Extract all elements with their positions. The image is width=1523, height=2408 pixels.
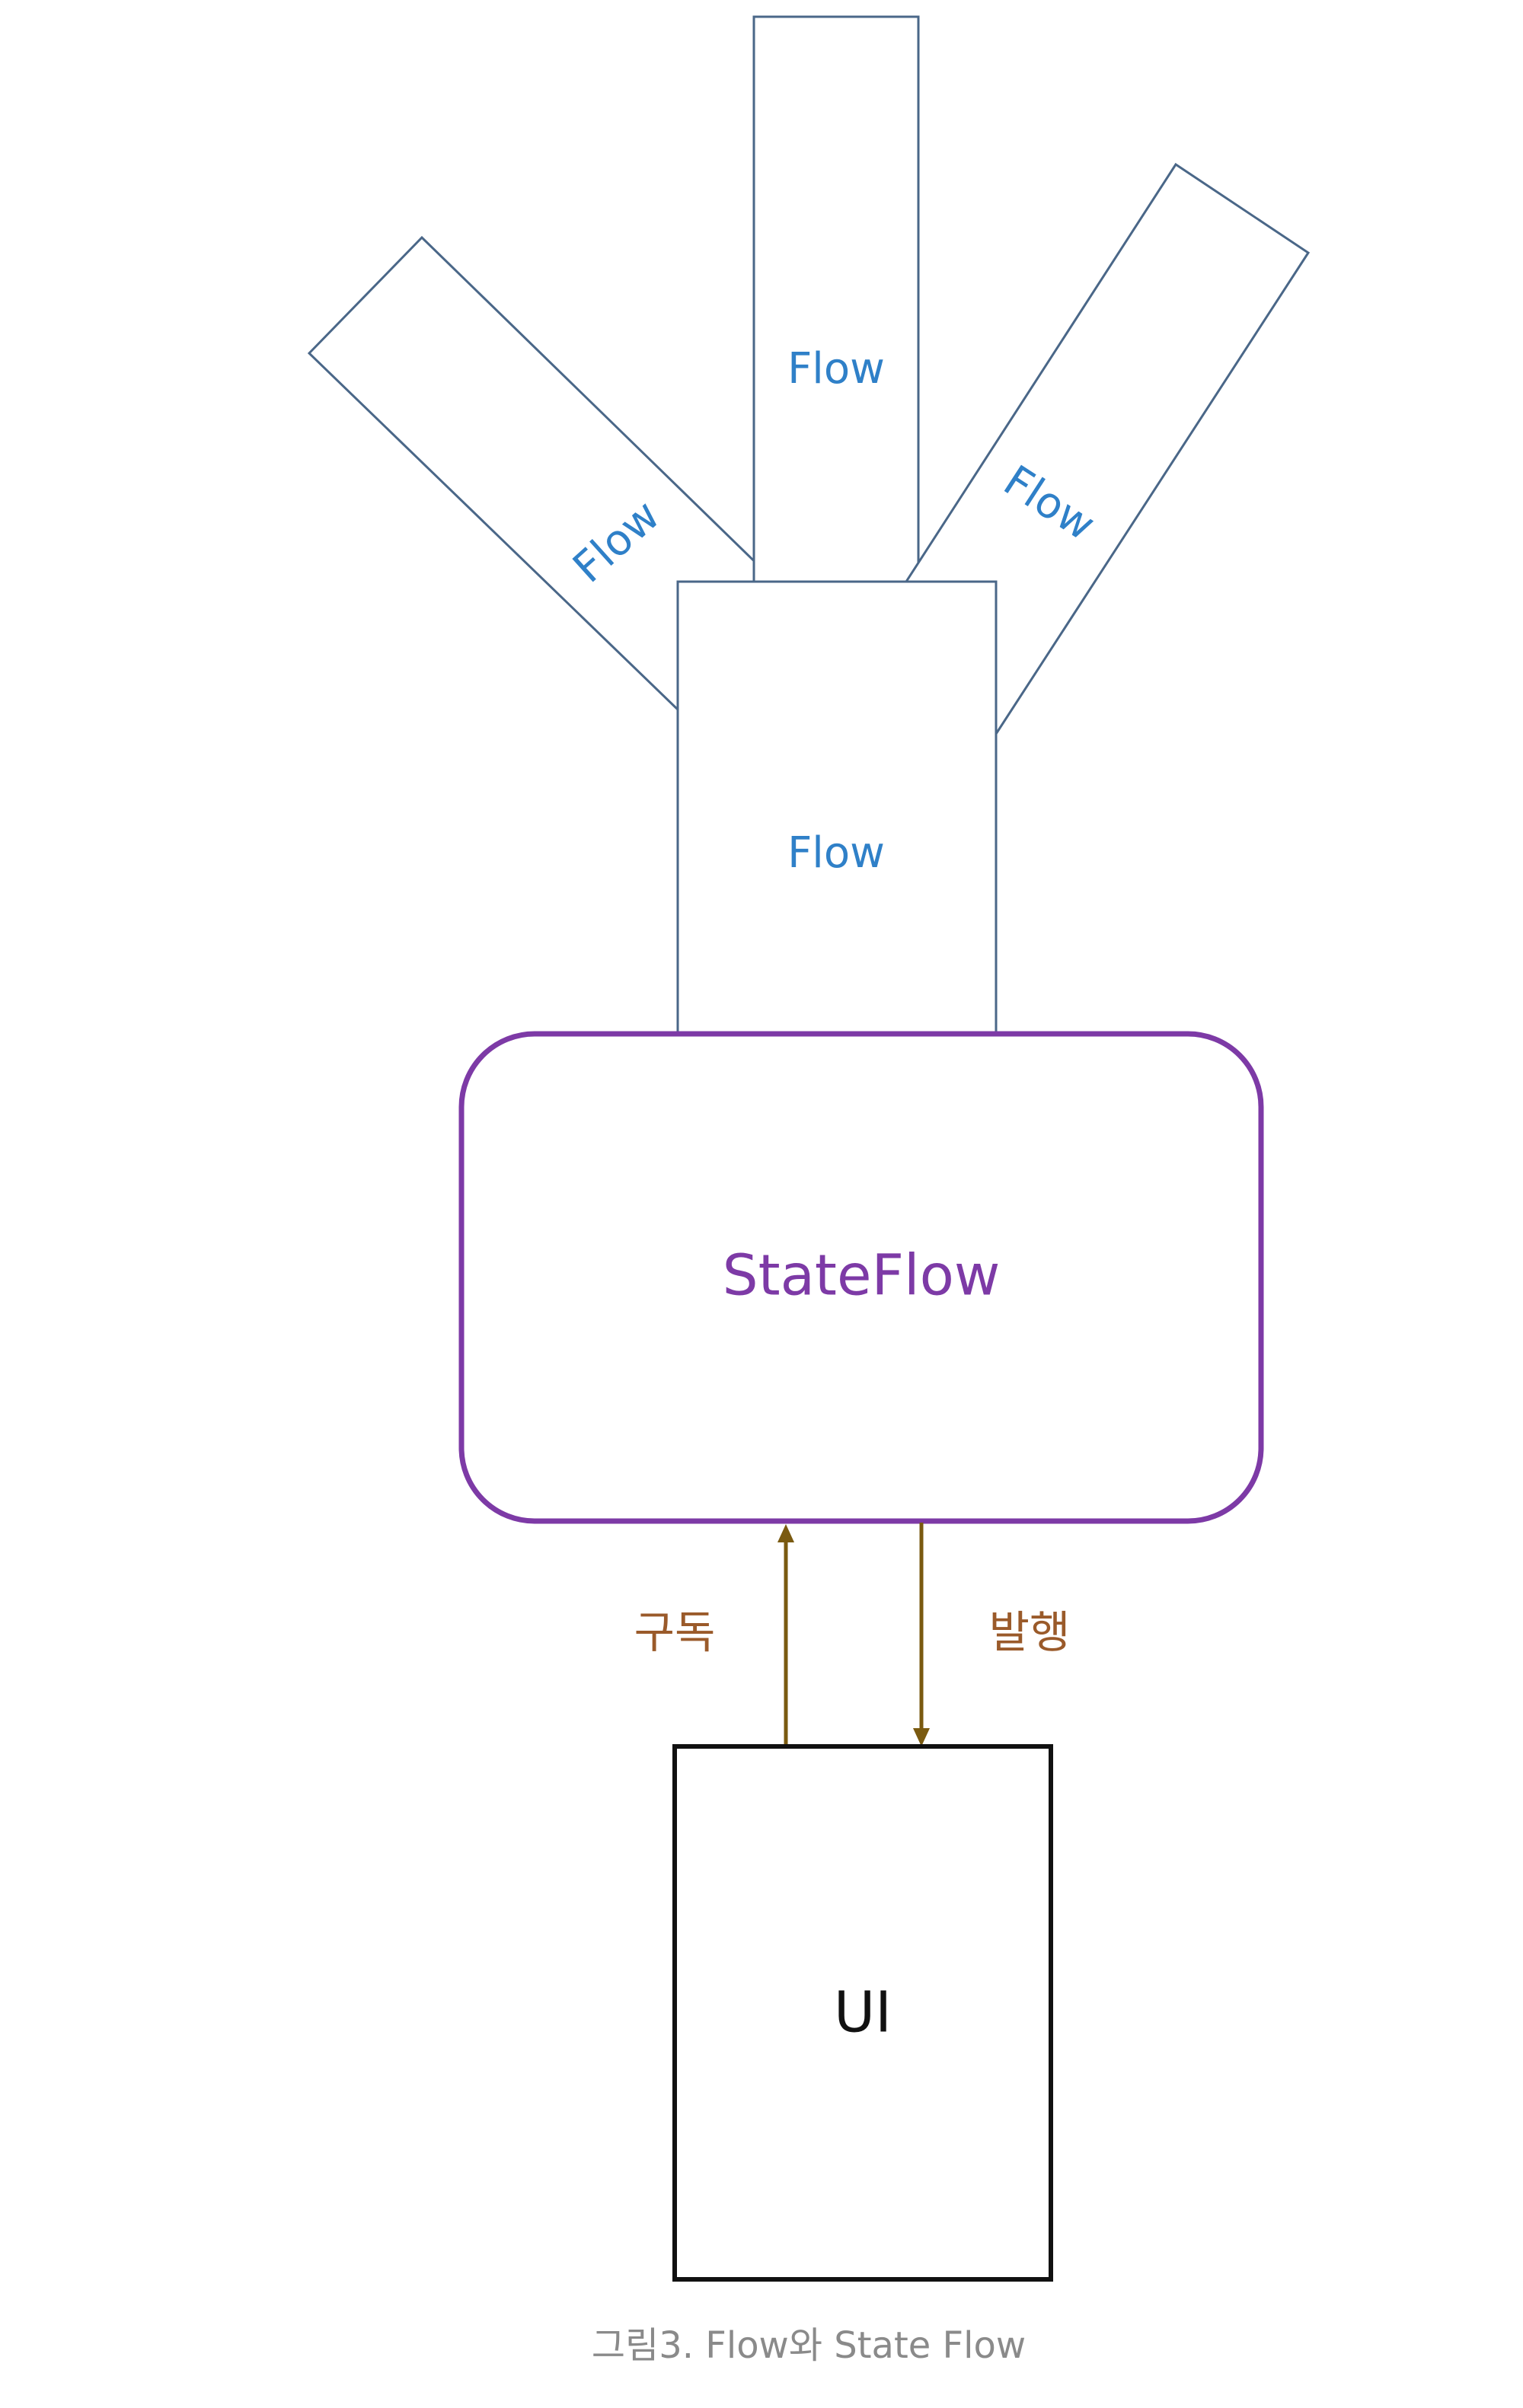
publish-arrowhead xyxy=(913,1728,930,1746)
ui-label: UI xyxy=(834,1980,892,2046)
flow-box-top: Flow xyxy=(752,15,920,583)
publish-arrow: 발행 xyxy=(913,1523,1070,1746)
subscribe-label: 구독 xyxy=(634,1606,716,1658)
flow-box-left: Flow xyxy=(307,235,774,712)
ui-box: UI xyxy=(672,1744,1053,2282)
flow-box-center-label: Flow xyxy=(787,828,885,878)
figure-caption: 그림3. Flow와 State Flow xyxy=(592,2324,1026,2367)
stateflow-box-shape xyxy=(458,1031,1264,1524)
publish-label: 발행 xyxy=(989,1606,1071,1658)
flow-box-center: Flow xyxy=(676,580,998,1038)
subscribe-arrow: 구독 xyxy=(634,1524,794,1746)
flow-box-top-shape xyxy=(752,15,920,583)
stateflow-box: StateFlow xyxy=(458,1031,1264,1524)
stateflow-label: StateFlow xyxy=(723,1243,1001,1309)
flow-box-top-label: Flow xyxy=(787,344,885,394)
subscribe-arrowhead xyxy=(777,1524,794,1542)
flow-box-center-shape xyxy=(676,580,998,1038)
ui-box-shape xyxy=(672,1744,1053,2282)
